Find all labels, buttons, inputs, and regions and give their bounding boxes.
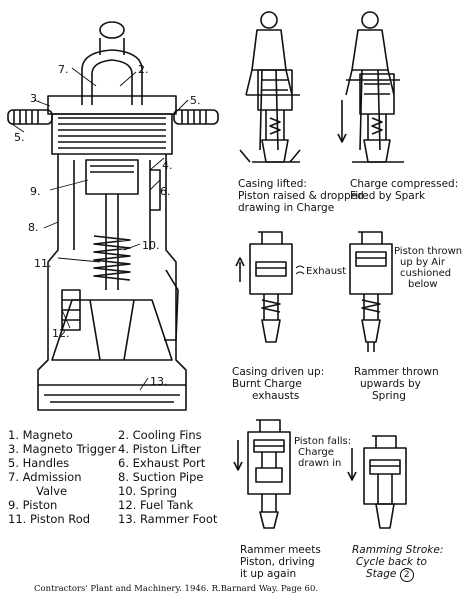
callout-10: 10. bbox=[142, 239, 160, 252]
main-cutaway bbox=[7, 21, 219, 411]
legend-item: 4. Piston Lifter bbox=[118, 442, 201, 456]
callout-5-left: 5. bbox=[14, 131, 25, 144]
callout-3: 3. bbox=[30, 92, 41, 105]
stage-4-note: Piston thrown up by Air cushioned below bbox=[394, 246, 463, 290]
callout-8: 8. bbox=[28, 221, 39, 234]
legend-item: Valve bbox=[36, 484, 68, 498]
callout-11: 11. bbox=[34, 257, 52, 270]
legend-item: 13. Rammer Foot bbox=[118, 512, 218, 526]
callout-2: 2. bbox=[138, 63, 149, 76]
legend-item: 7. Admission bbox=[8, 470, 82, 484]
stage-3-caption: Casing driven up: Burnt Charge exhausts bbox=[232, 366, 325, 402]
legend-right: 2. Cooling Fins 4. Piston Lifter 6. Exha… bbox=[118, 428, 217, 526]
stage-4-caption: Rammer thrown upwards by Spring bbox=[354, 366, 439, 402]
stage-2-figure bbox=[337, 11, 404, 163]
legend-item: 6. Exhaust Port bbox=[118, 456, 206, 470]
stage-5-caption: Rammer meets Piston, driving it up again bbox=[240, 544, 321, 580]
legend-item: 1. Magneto bbox=[8, 428, 73, 442]
callout-5-right: 5. bbox=[190, 94, 201, 107]
legend-item: 8. Suction Pipe bbox=[118, 470, 204, 484]
legend-item: 9. Piston bbox=[8, 498, 58, 512]
stage-4-figure bbox=[349, 231, 393, 352]
stage-6-figure bbox=[347, 435, 407, 529]
stage-3-figure bbox=[235, 231, 305, 343]
legend-item: 12. Fuel Tank bbox=[118, 498, 194, 512]
legend-left: 1. Magneto 3. Magneto Trigger 5. Handles… bbox=[8, 428, 116, 526]
stage-ref-circled: 2 bbox=[399, 568, 414, 582]
stage-5-figure bbox=[233, 419, 291, 529]
stage-3-note: Exhaust bbox=[306, 266, 347, 277]
callout-13: 13. bbox=[150, 375, 168, 388]
stage-1-caption: Casing lifted: Piston raised & dropped d… bbox=[238, 178, 364, 214]
callout-6: 6. bbox=[160, 185, 171, 198]
stage-6-caption: Ramming Stroke: Cycle back to Stage 2 bbox=[352, 544, 444, 582]
callout-12: 12. bbox=[52, 327, 70, 340]
legend-item: 3. Magneto Trigger bbox=[8, 442, 117, 456]
legend-item: 10. Spring bbox=[118, 484, 178, 498]
legend-item: 5. Handles bbox=[8, 456, 70, 470]
stage-5-note: Piston falls: Charge drawn in bbox=[294, 436, 352, 469]
stage-2-caption: Charge compressed: Fired by Spark bbox=[350, 178, 459, 202]
callout-4: 4. bbox=[162, 159, 173, 172]
legend-item: 11. Piston Rod bbox=[8, 512, 91, 526]
source-credit: Contractors' Plant and Machinery. 1946. … bbox=[34, 584, 319, 594]
legend-item: 2. Cooling Fins bbox=[118, 428, 202, 442]
callout-9: 9. bbox=[30, 185, 41, 198]
stage-1-figure bbox=[239, 11, 301, 163]
callout-7: 7. bbox=[58, 63, 69, 76]
